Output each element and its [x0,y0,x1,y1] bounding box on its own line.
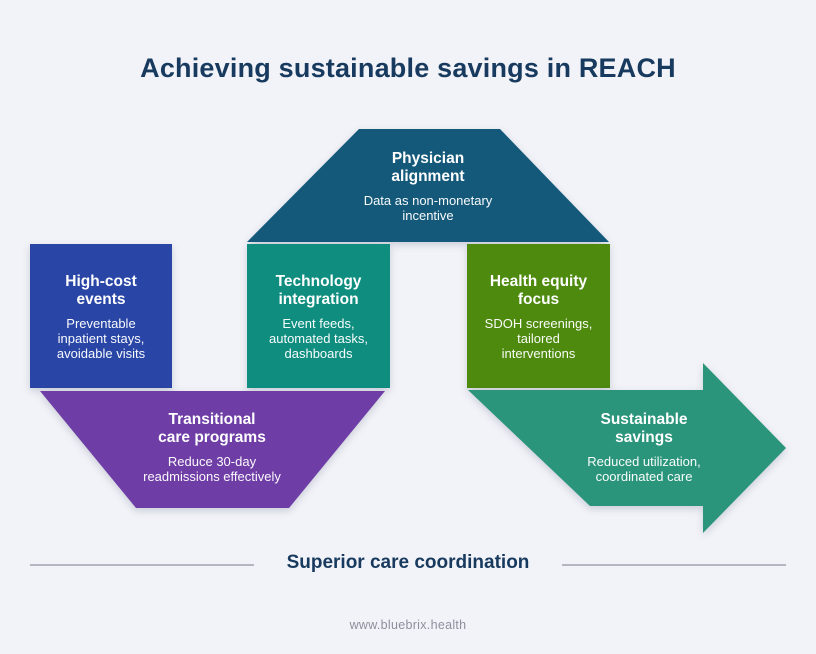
high-cost-events-box [30,244,172,388]
transitional-care-trapezoid [40,391,385,508]
footer-website: www.bluebrix.health [349,618,467,632]
tagline-text: Superior care coordination [286,552,530,573]
physician-alignment-trapezoid [247,129,609,242]
technology-integration-box [247,244,390,388]
page-title: Achieving sustainable savings in REACH [140,53,676,83]
sustainable-savings-arrow [468,363,786,533]
health-equity-box [467,244,610,388]
tagline-left-rule [30,564,254,566]
tagline-right-rule [562,564,786,566]
tagline-row: Superior care coordination [0,552,816,578]
